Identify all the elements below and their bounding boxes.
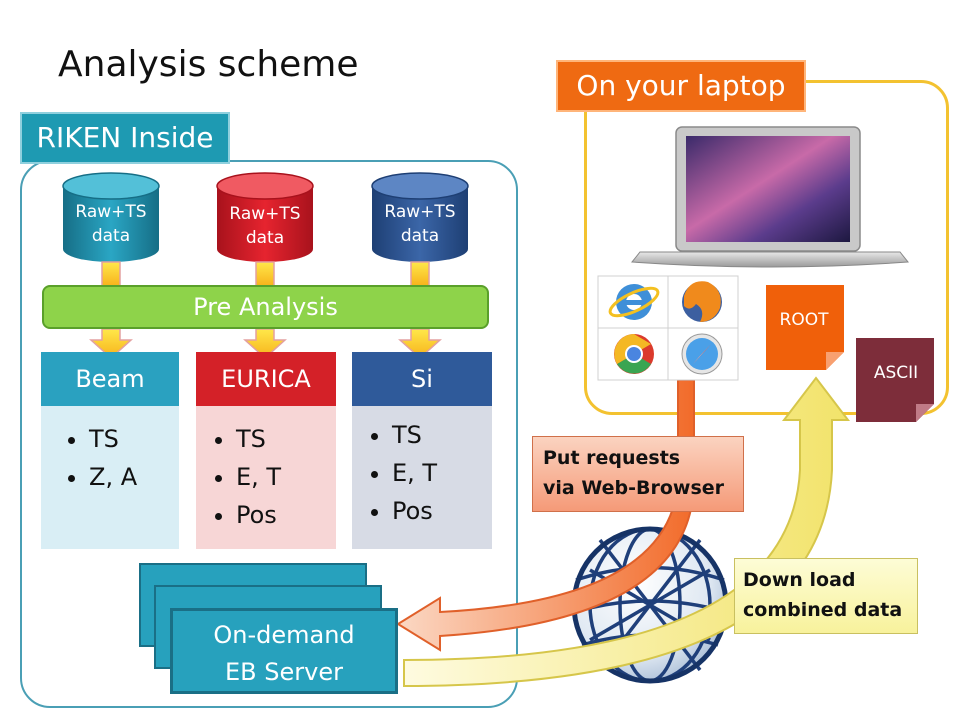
list-item: TS bbox=[236, 420, 336, 458]
pre-analysis-bar: Pre Analysis bbox=[42, 285, 489, 329]
ascii-file-label: ASCII bbox=[873, 363, 919, 383]
eb-server-box: On-demand EB Server bbox=[170, 608, 398, 694]
list-item: TS bbox=[392, 416, 492, 454]
riken-label: RIKEN Inside bbox=[20, 112, 230, 164]
root-file-icon bbox=[766, 285, 844, 370]
detector-body: TS E, T Pos bbox=[196, 406, 336, 549]
detector-head: EURICA bbox=[196, 352, 336, 406]
detector-eurica: EURICA TS E, T Pos bbox=[196, 352, 336, 549]
list-item: Pos bbox=[236, 496, 336, 534]
connector-1 bbox=[101, 261, 121, 287]
laptop-icon bbox=[631, 126, 909, 268]
chrome-icon bbox=[614, 334, 654, 374]
page-title: Analysis scheme bbox=[58, 44, 359, 85]
request-arrow bbox=[396, 379, 695, 652]
safari-icon bbox=[681, 333, 723, 375]
down-arrow-2 bbox=[243, 328, 287, 360]
root-file-label: ROOT bbox=[779, 310, 829, 330]
download-callout: Down load combined data bbox=[734, 558, 918, 634]
connector-3 bbox=[410, 261, 430, 287]
requests-callout: Put requests via Web-Browser bbox=[532, 436, 744, 512]
ascii-file-icon bbox=[856, 338, 934, 422]
detector-body: TS E, T Pos bbox=[352, 406, 492, 549]
database-cylinder-3 bbox=[371, 172, 469, 262]
detector-body: TS Z, A bbox=[41, 406, 179, 549]
laptop-label: On your laptop bbox=[556, 60, 806, 112]
detector-head: Beam bbox=[41, 352, 179, 406]
database-cylinder-1 bbox=[62, 172, 160, 262]
list-item: TS bbox=[89, 420, 179, 458]
down-arrow-1 bbox=[89, 328, 133, 360]
detector-beam: Beam TS Z, A bbox=[41, 352, 179, 549]
list-item: Z, A bbox=[89, 458, 179, 496]
riken-frame bbox=[20, 160, 518, 708]
firefox-icon bbox=[682, 281, 722, 322]
detector-si: Si TS E, T Pos bbox=[352, 352, 492, 549]
list-item: Pos bbox=[392, 492, 492, 530]
internet-explorer-icon bbox=[608, 284, 660, 320]
connector-2 bbox=[255, 261, 275, 287]
list-item: E, T bbox=[236, 458, 336, 496]
detector-head: Si bbox=[352, 352, 492, 406]
down-arrow-3 bbox=[398, 328, 442, 360]
database-cylinder-2 bbox=[216, 172, 314, 262]
list-item: E, T bbox=[392, 454, 492, 492]
